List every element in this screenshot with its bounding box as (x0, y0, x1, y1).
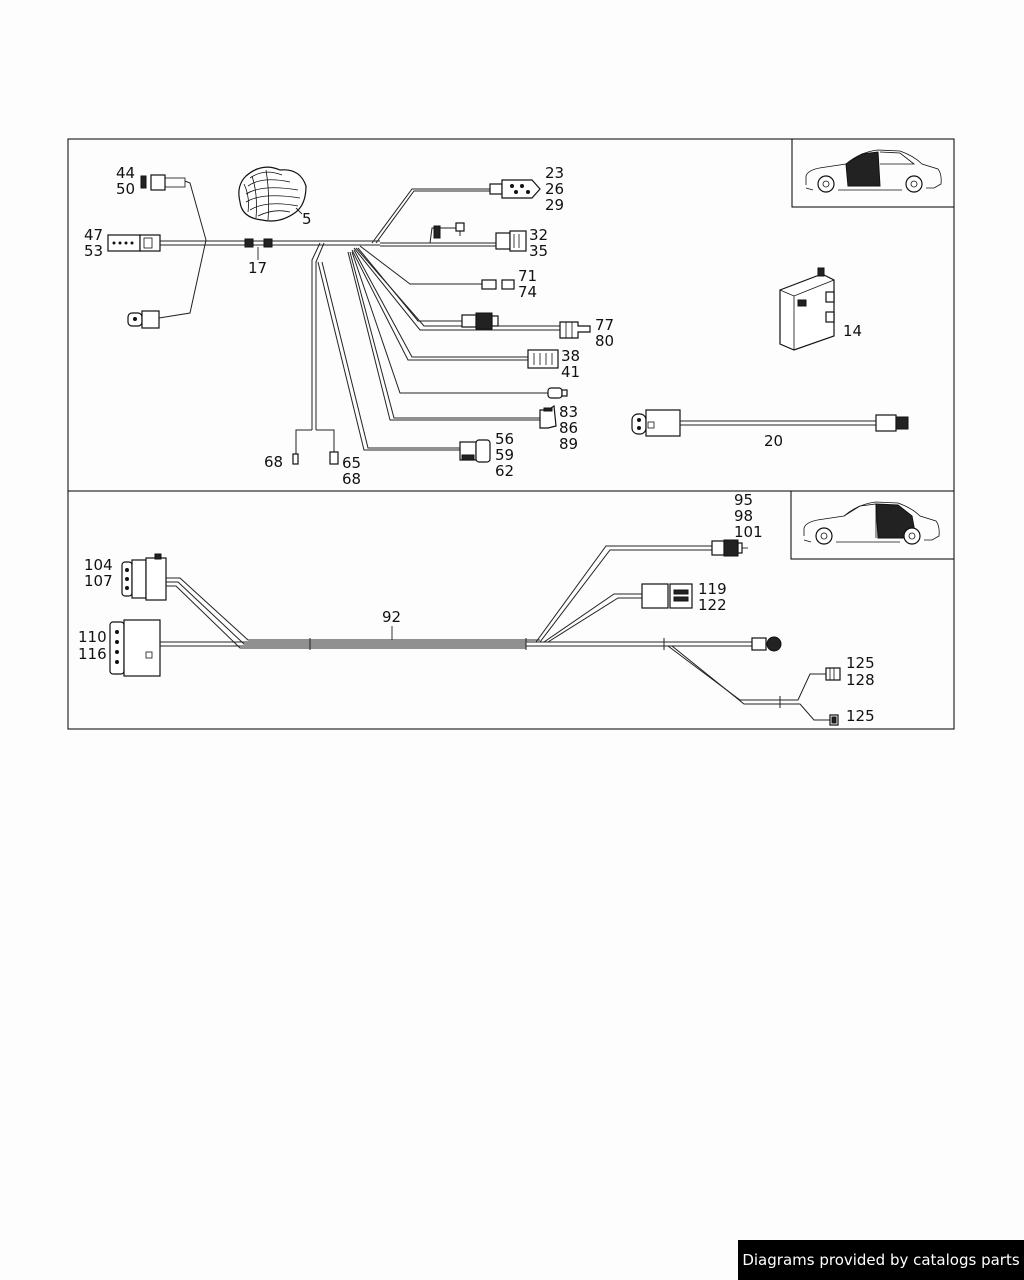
callout-116: 116 (78, 645, 107, 663)
callout-83: 83 (559, 403, 578, 421)
callout-80: 80 (595, 332, 614, 350)
lower-panel-frame (67, 490, 955, 730)
callout-68-left: 68 (264, 453, 283, 471)
callout-35: 35 (529, 242, 548, 260)
main-harness-92 (160, 545, 830, 721)
connector-83-86-89 (539, 404, 557, 429)
callout-86: 86 (559, 419, 578, 437)
connector-77-80 (559, 321, 591, 339)
upper-leader-lines (257, 207, 303, 260)
callout-104: 104 (84, 556, 113, 574)
callout-77: 77 (595, 316, 614, 334)
callout-26: 26 (545, 180, 564, 198)
rubber-boot-5 (238, 166, 307, 222)
callout-17: 17 (248, 259, 267, 277)
callout-119: 119 (698, 580, 727, 598)
connector-119-122 (641, 583, 693, 609)
upper-harness-wires (158, 180, 460, 465)
callout-29: 29 (545, 196, 564, 214)
callout-122: 122 (698, 596, 727, 614)
connector-110-116 (109, 619, 161, 677)
connector-125-128 (825, 667, 841, 681)
credit-banner: Diagrams provided by catalogs parts (738, 1240, 1024, 1280)
callout-14: 14 (843, 322, 862, 340)
callout-47: 47 (84, 226, 103, 244)
callout-62: 62 (495, 462, 514, 480)
callout-38: 38 (561, 347, 580, 365)
callout-125-lower: 125 (846, 707, 875, 725)
connector-125 (829, 714, 839, 726)
callout-71: 71 (518, 267, 537, 285)
callout-89: 89 (559, 435, 578, 453)
callout-59: 59 (495, 446, 514, 464)
callout-5: 5 (302, 210, 312, 228)
upper-callouts: 44 50 5 23 26 29 47 53 32 35 17 71 74 77… (84, 164, 862, 488)
callout-50: 50 (116, 180, 135, 198)
connector-44-50 (140, 174, 186, 191)
connector-104-107 (121, 553, 167, 601)
callout-53: 53 (84, 242, 103, 260)
callout-125-upper: 125 (846, 654, 875, 672)
connector-95-98-101 (711, 539, 748, 557)
connector-71-74 (481, 279, 515, 290)
callout-95: 95 (734, 491, 753, 509)
callout-56: 56 (495, 430, 514, 448)
car-thumbnail-front-door (791, 138, 955, 208)
connector-midline-plug (461, 312, 499, 330)
lower-callouts: 95 98 101 104 107 119 122 92 110 116 125… (78, 491, 875, 725)
callout-98: 98 (734, 507, 753, 525)
control-module-14 (779, 267, 835, 351)
callout-92: 92 (382, 608, 401, 626)
callout-107: 107 (84, 572, 113, 590)
callout-44: 44 (116, 164, 135, 182)
callout-41: 41 (561, 363, 580, 381)
callout-65: 65 (342, 454, 361, 472)
callout-101: 101 (734, 523, 763, 541)
callout-74: 74 (518, 283, 537, 301)
upper-panel: 44 50 5 23 26 29 47 53 32 35 17 71 74 77… (67, 138, 955, 492)
connector-left-lower (127, 310, 160, 329)
lower-panel: 95 98 101 104 107 119 122 92 110 116 125… (67, 490, 955, 730)
right-fanout-wires (347, 188, 560, 421)
cable-20 (631, 409, 909, 437)
callout-110: 110 (78, 628, 107, 646)
connector-bulb (547, 387, 568, 399)
connector-grommet (751, 636, 782, 652)
callout-68-right: 68 (342, 470, 361, 488)
connector-47-53 (107, 234, 161, 252)
callout-32: 32 (529, 226, 548, 244)
connector-23-26-29 (489, 179, 541, 199)
connector-32-35 (429, 222, 527, 252)
car-thumbnail-rear-door (790, 490, 955, 560)
connector-38-41 (527, 349, 559, 369)
callout-20: 20 (764, 432, 783, 450)
callout-128: 128 (846, 671, 875, 689)
wiring-harness-diagram: 44 50 5 23 26 29 47 53 32 35 17 71 74 77… (67, 138, 955, 730)
callout-23: 23 (545, 164, 564, 182)
connector-56-59-62 (459, 439, 491, 463)
